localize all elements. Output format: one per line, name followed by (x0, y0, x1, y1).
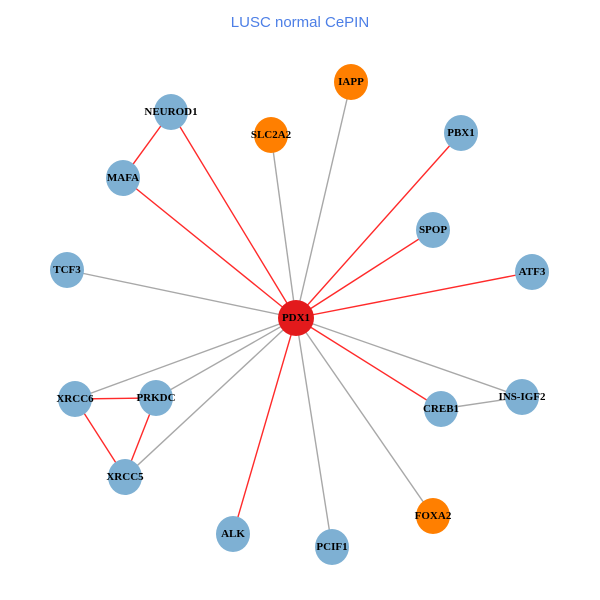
edge-pdx1-iapp (295, 81, 352, 319)
node-atf3[interactable]: ATF3 (515, 254, 549, 290)
node-alk[interactable]: ALK (216, 516, 250, 552)
edge-pdx1-slc2a2 (270, 134, 297, 319)
edge-pdx1-atf3 (295, 271, 533, 319)
node-circle (216, 516, 250, 552)
node-circle (315, 529, 349, 565)
edge-pdx1-creb1 (295, 317, 442, 410)
edge-pdx1-ins-igf2 (295, 317, 523, 398)
node-label: PBX1 (447, 127, 475, 139)
node-circle (515, 254, 549, 290)
node-circle (334, 64, 368, 100)
node-label: PRKDC (136, 392, 175, 404)
node-label: MAFA (107, 172, 139, 184)
edge-pdx1-alk (232, 317, 297, 535)
edge-pdx1-tcf3 (66, 269, 297, 319)
edge-pdx1-foxa2 (295, 317, 434, 517)
node-label: ATF3 (519, 266, 546, 278)
node-tcf3[interactable]: TCF3 (50, 252, 84, 288)
node-circle (139, 380, 173, 416)
node-neurod1[interactable]: NEUROD1 (144, 94, 198, 130)
node-circle (424, 391, 458, 427)
node-circle (106, 160, 140, 196)
node-iapp[interactable]: IAPP (334, 64, 368, 100)
edge-pdx1-pbx1 (295, 132, 462, 319)
node-label: XRCC6 (56, 393, 94, 405)
edge-pdx1-neurod1 (170, 111, 297, 319)
node-foxa2[interactable]: FOXA2 (415, 498, 452, 534)
node-xrcc6[interactable]: XRCC6 (56, 381, 94, 417)
edge-pdx1-xrcc5 (124, 317, 297, 478)
node-circle (505, 379, 539, 415)
node-slc2a2[interactable]: SLC2A2 (251, 117, 292, 153)
node-label: ALK (221, 528, 245, 540)
node-spop[interactable]: SPOP (416, 212, 450, 248)
node-mafa[interactable]: MAFA (106, 160, 140, 196)
edge-pdx1-mafa (122, 177, 297, 319)
node-pbx1[interactable]: PBX1 (444, 115, 478, 151)
node-label: NEUROD1 (144, 106, 197, 118)
edge-pdx1-spop (295, 229, 434, 319)
node-circle (108, 459, 142, 495)
edge-pdx1-pcif1 (295, 317, 333, 548)
edge-pdx1-prkdc (155, 317, 297, 399)
node-label: SPOP (419, 224, 447, 236)
node-xrcc5[interactable]: XRCC5 (106, 459, 144, 495)
node-label: SLC2A2 (251, 129, 292, 141)
diagram-title: LUSC normal CePIN (230, 14, 370, 31)
node-creb1[interactable]: CREB1 (423, 391, 459, 427)
node-label: TCF3 (53, 264, 81, 276)
node-circle (154, 94, 188, 130)
node-circle (416, 498, 450, 534)
edge-pdx1-xrcc6 (74, 317, 297, 400)
node-circle (58, 381, 92, 417)
node-pcif1[interactable]: PCIF1 (315, 529, 349, 565)
node-prkdc[interactable]: PRKDC (136, 380, 176, 416)
node-circle (278, 300, 314, 336)
node-label: IAPP (338, 76, 364, 88)
node-label: FOXA2 (415, 510, 452, 522)
node-pdx1[interactable]: PDX1 (278, 300, 314, 336)
node-circle (444, 115, 478, 151)
node-ins-igf2[interactable]: INS-IGF2 (498, 379, 546, 415)
node-circle (254, 117, 288, 153)
node-label: CREB1 (423, 403, 459, 415)
node-label: PCIF1 (316, 541, 347, 553)
node-circle (50, 252, 84, 288)
node-label: XRCC5 (106, 471, 144, 483)
node-circle (416, 212, 450, 248)
node-label: INS-IGF2 (498, 391, 546, 403)
node-label: PDX1 (282, 312, 310, 324)
